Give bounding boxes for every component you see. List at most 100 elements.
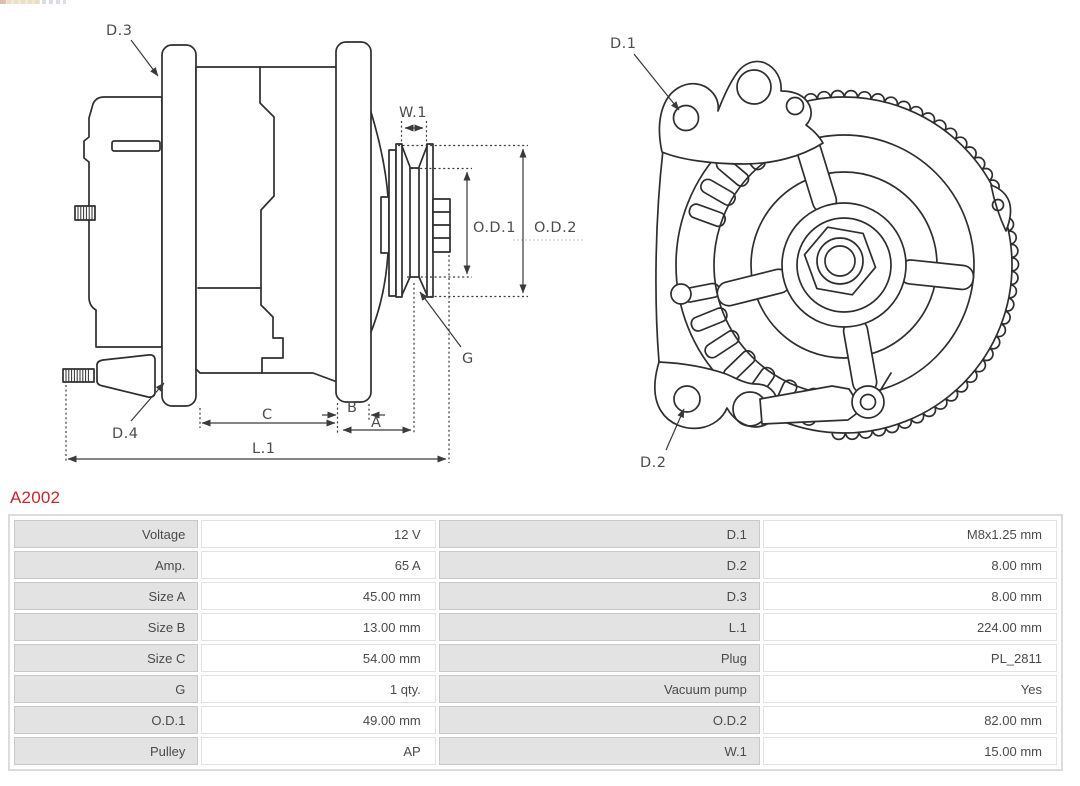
spec-label: Size C (14, 644, 199, 672)
alternator-drawing: D.3 D.4 W.1 O.D.1 O.D.2 G C B A L.1 (62, 23, 1020, 471)
web-small-hole (670, 283, 692, 305)
spec-label: Voltage (14, 520, 199, 548)
top-lug-hole-2 (736, 69, 772, 105)
spec-label: Size A (14, 582, 199, 610)
spec-value: 15.00 mm (762, 737, 1057, 765)
shaft-ring (816, 237, 864, 285)
technical-diagram: D.3 D.4 W.1 O.D.1 O.D.2 G C B A L.1 (62, 23, 1020, 471)
spec-value: 8.00 mm (762, 551, 1057, 579)
spec-table: Voltage 12 V D.1 M8x1.25 mm Amp. 65 A D.… (11, 517, 1060, 768)
shaft-center (824, 245, 856, 277)
spec-label: O.D.1 (14, 706, 199, 734)
bracket-spokes (716, 139, 975, 395)
spec-value: 1 qty. (201, 675, 436, 703)
label-d3: D.3 (106, 23, 133, 39)
spec-value: 49.00 mm (201, 706, 436, 734)
spec-label: Amp. (14, 551, 199, 579)
front-view-labels: D.1 D.2 (610, 36, 667, 471)
front-view (653, 60, 1020, 441)
extension-lines (65, 121, 528, 463)
spec-value: 82.00 mm (762, 706, 1057, 734)
spec-value: Yes (762, 675, 1057, 703)
spec-label: D.1 (438, 520, 760, 548)
shaft-nut (432, 198, 451, 253)
pulley (395, 143, 434, 298)
main-body (195, 66, 341, 384)
bearing-boss (380, 196, 390, 254)
right-tab (990, 184, 1012, 232)
stud-lower (62, 368, 95, 383)
spec-value: PL_2811 (762, 644, 1057, 672)
spec-row: Size C 54.00 mm Plug PL_2811 (14, 644, 1057, 672)
spec-label: D.3 (438, 582, 760, 610)
rear-housing (83, 96, 163, 348)
spec-label: Plug (438, 644, 760, 672)
spec-value: 8.00 mm (762, 582, 1057, 610)
front-view-dimensions (633, 53, 685, 451)
leader-d2 (665, 408, 685, 451)
partial-logo-strip (0, 0, 66, 4)
spec-row: Size A 45.00 mm D.3 8.00 mm (14, 582, 1057, 610)
label-c: C (262, 407, 273, 423)
bearing-plate (388, 149, 397, 297)
spec-row: Pulley AP W.1 15.00 mm (14, 737, 1057, 765)
leader-g (419, 291, 462, 348)
label-w1: W.1 (399, 105, 427, 121)
spec-value: 12 V (201, 520, 436, 548)
spec-value: 45.00 mm (201, 582, 436, 610)
spec-label: G (14, 675, 199, 703)
hex-nut (803, 226, 877, 296)
spec-label: W.1 (438, 737, 760, 765)
nose-cone-top (370, 111, 389, 198)
spec-value: AP (201, 737, 436, 765)
top-lug (658, 60, 824, 165)
spec-label: O.D.2 (438, 706, 760, 734)
label-d1: D.1 (610, 36, 637, 52)
spec-value: M8x1.25 mm (762, 520, 1057, 548)
spec-label: Vacuum pump (438, 675, 760, 703)
rear-ear (161, 44, 197, 407)
front-ear (335, 41, 372, 403)
nose-cone-bottom (370, 252, 389, 333)
label-a: A (371, 415, 381, 431)
rear-housing-vent (111, 140, 161, 152)
spec-row: G 1 qty. Vacuum pump Yes (14, 675, 1057, 703)
spec-row: Voltage 12 V D.1 M8x1.25 mm (14, 520, 1057, 548)
spec-label: Pulley (14, 737, 199, 765)
spec-row: Size B 13.00 mm L.1 224.00 mm (14, 613, 1057, 641)
spec-table-wrap: Voltage 12 V D.1 M8x1.25 mm Amp. 65 A D.… (8, 514, 1063, 771)
label-od1: O.D.1 (473, 220, 516, 236)
spec-row: O.D.1 49.00 mm O.D.2 82.00 mm (14, 706, 1057, 734)
label-d2: D.2 (640, 455, 667, 471)
spec-value: 65 A (201, 551, 436, 579)
label-b: B (347, 400, 357, 416)
spec-label: Size B (14, 613, 199, 641)
foot-boss (851, 385, 885, 419)
body-seam (259, 66, 284, 374)
d2-hole (673, 385, 701, 413)
spec-label: L.1 (438, 613, 760, 641)
label-l1: L.1 (252, 441, 275, 457)
right-tab-hole (991, 198, 1005, 212)
d4-boss (96, 354, 156, 398)
left-web-edge (655, 149, 664, 363)
label-g: G (462, 351, 474, 367)
foot-rim-join (879, 372, 892, 392)
side-view (62, 41, 451, 407)
spec-value: 224.00 mm (762, 613, 1057, 641)
top-lug-hole-3 (785, 96, 805, 116)
spec-row: Amp. 65 A D.2 8.00 mm (14, 551, 1057, 579)
product-code: A2002 (10, 488, 61, 507)
label-d4: D.4 (112, 426, 139, 442)
side-view-dimensions (65, 39, 585, 463)
stud-upper (74, 205, 96, 221)
spec-label: D.2 (438, 551, 760, 579)
spec-value: 54.00 mm (201, 644, 436, 672)
leader-d4 (130, 382, 165, 422)
spec-value: 13.00 mm (201, 613, 436, 641)
side-view-labels: D.3 D.4 W.1 O.D.1 O.D.2 G C B A L.1 (106, 23, 577, 457)
leader-d1 (633, 53, 680, 111)
foot-hole (859, 393, 877, 411)
label-od2: O.D.2 (534, 220, 577, 236)
